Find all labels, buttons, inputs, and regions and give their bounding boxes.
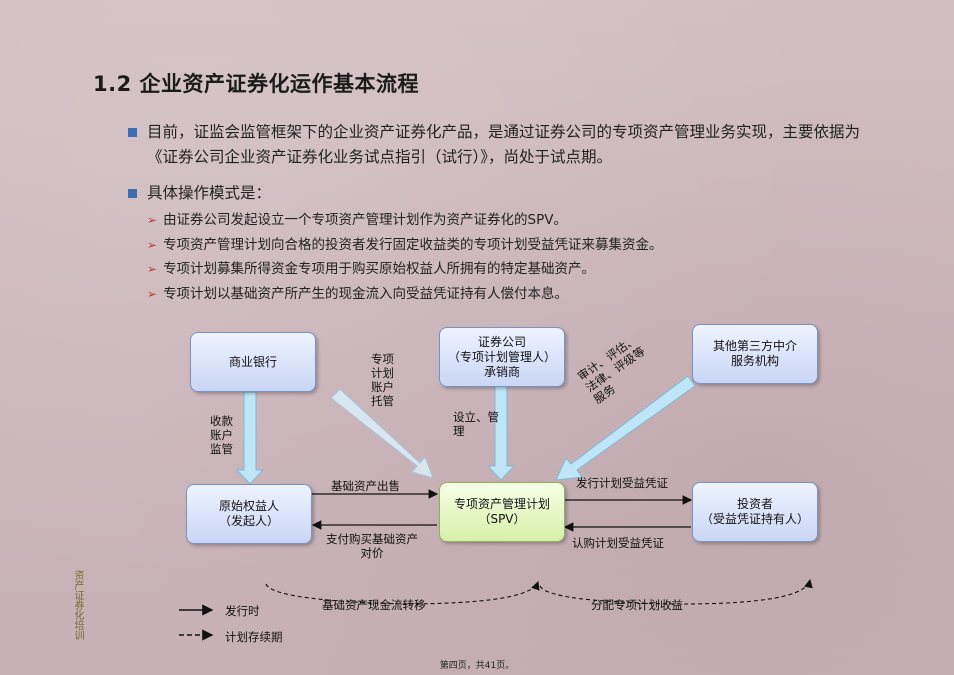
dashed-cashflow-curve — [265, 580, 540, 605]
label-cashflow-transfer: 基础资产现金流转移 — [322, 598, 426, 612]
page-title: 1.2 企业资产证券化运作基本流程 — [93, 72, 420, 96]
sub-item: ➢专项计划以基础资产所产生的现金流入向受益凭证持有人偿付本息。 — [147, 286, 569, 302]
node-third-party-services: 其他第三方中介 服务机构 — [692, 324, 818, 384]
sub-item: ➢专项资产管理计划向合格的投资者发行固定收益类的专项计划受益凭证来募集资金。 — [147, 237, 663, 253]
label-subscribe-certificates: 认购计划受益凭证 — [572, 536, 664, 550]
node-commercial-bank: 商业银行 — [190, 332, 316, 392]
label-pay-consideration: 支付购买基础资产 对价 — [326, 532, 418, 560]
bank-to-originator-block-arrow — [235, 391, 265, 485]
label-establish-manage: 设立、管 理 — [453, 410, 499, 438]
bullet-text: 具体操作模式是： — [147, 184, 272, 202]
label-account-supervision: 收款 账户 监管 — [210, 414, 233, 456]
node-securities-company: 证券公司 （专项计划管理人） 承销商 — [439, 327, 565, 387]
bullet-square-icon — [128, 128, 137, 137]
bank-to-spv-block-arrow — [330, 388, 434, 479]
side-watermark-text: 资产证券化培训 — [72, 570, 83, 640]
sub-item: ➢由证券公司发起设立一个专项资产管理计划作为资产证券化的SPV。 — [147, 212, 568, 228]
dashed-distribution-curve — [539, 578, 813, 605]
node-investor: 投资者 （受益凭证持有人） — [692, 482, 818, 542]
bullet-1: 目前，证监会监管框架下的企业资产证券化产品，是通过证券公司的专项资产管理业务实现… — [128, 120, 877, 170]
legend-dashed-label: 计划存续期 — [225, 630, 283, 644]
bullet-text: 目前，证监会监管框架下的企业资产证券化产品，是通过证券公司的专项资产管理业务实现… — [147, 123, 861, 166]
arrow-bullet-icon: ➢ — [147, 213, 158, 227]
arrow-bullet-icon: ➢ — [147, 238, 158, 252]
node-originator: 原始权益人 （发起人） — [186, 484, 312, 544]
arrow-bullet-icon: ➢ — [147, 287, 158, 301]
third-to-spv-block-arrow — [555, 375, 696, 481]
arrow-bullet-icon: ➢ — [147, 262, 158, 276]
legend-solid-label: 发行时 — [225, 604, 260, 618]
node-spv: 专项资产管理计划 （SPV） — [439, 482, 565, 542]
label-income-distribution: 分配专项计划收益 — [591, 598, 683, 612]
bullet-2: 具体操作模式是： — [128, 181, 877, 206]
sub-item: ➢专项计划募集所得资金专项用于购买原始权益人所拥有的特定基础资产。 — [147, 261, 596, 277]
label-issue-certificates: 发行计划受益凭证 — [576, 476, 668, 490]
page-footer: 第四页，共41页。 — [439, 661, 515, 671]
label-account-custody: 专项 计划 账户 托管 — [371, 352, 394, 408]
label-asset-sale: 基础资产出售 — [331, 479, 400, 493]
bullet-square-icon — [128, 189, 137, 198]
securities-to-spv-block-arrow — [486, 385, 516, 481]
